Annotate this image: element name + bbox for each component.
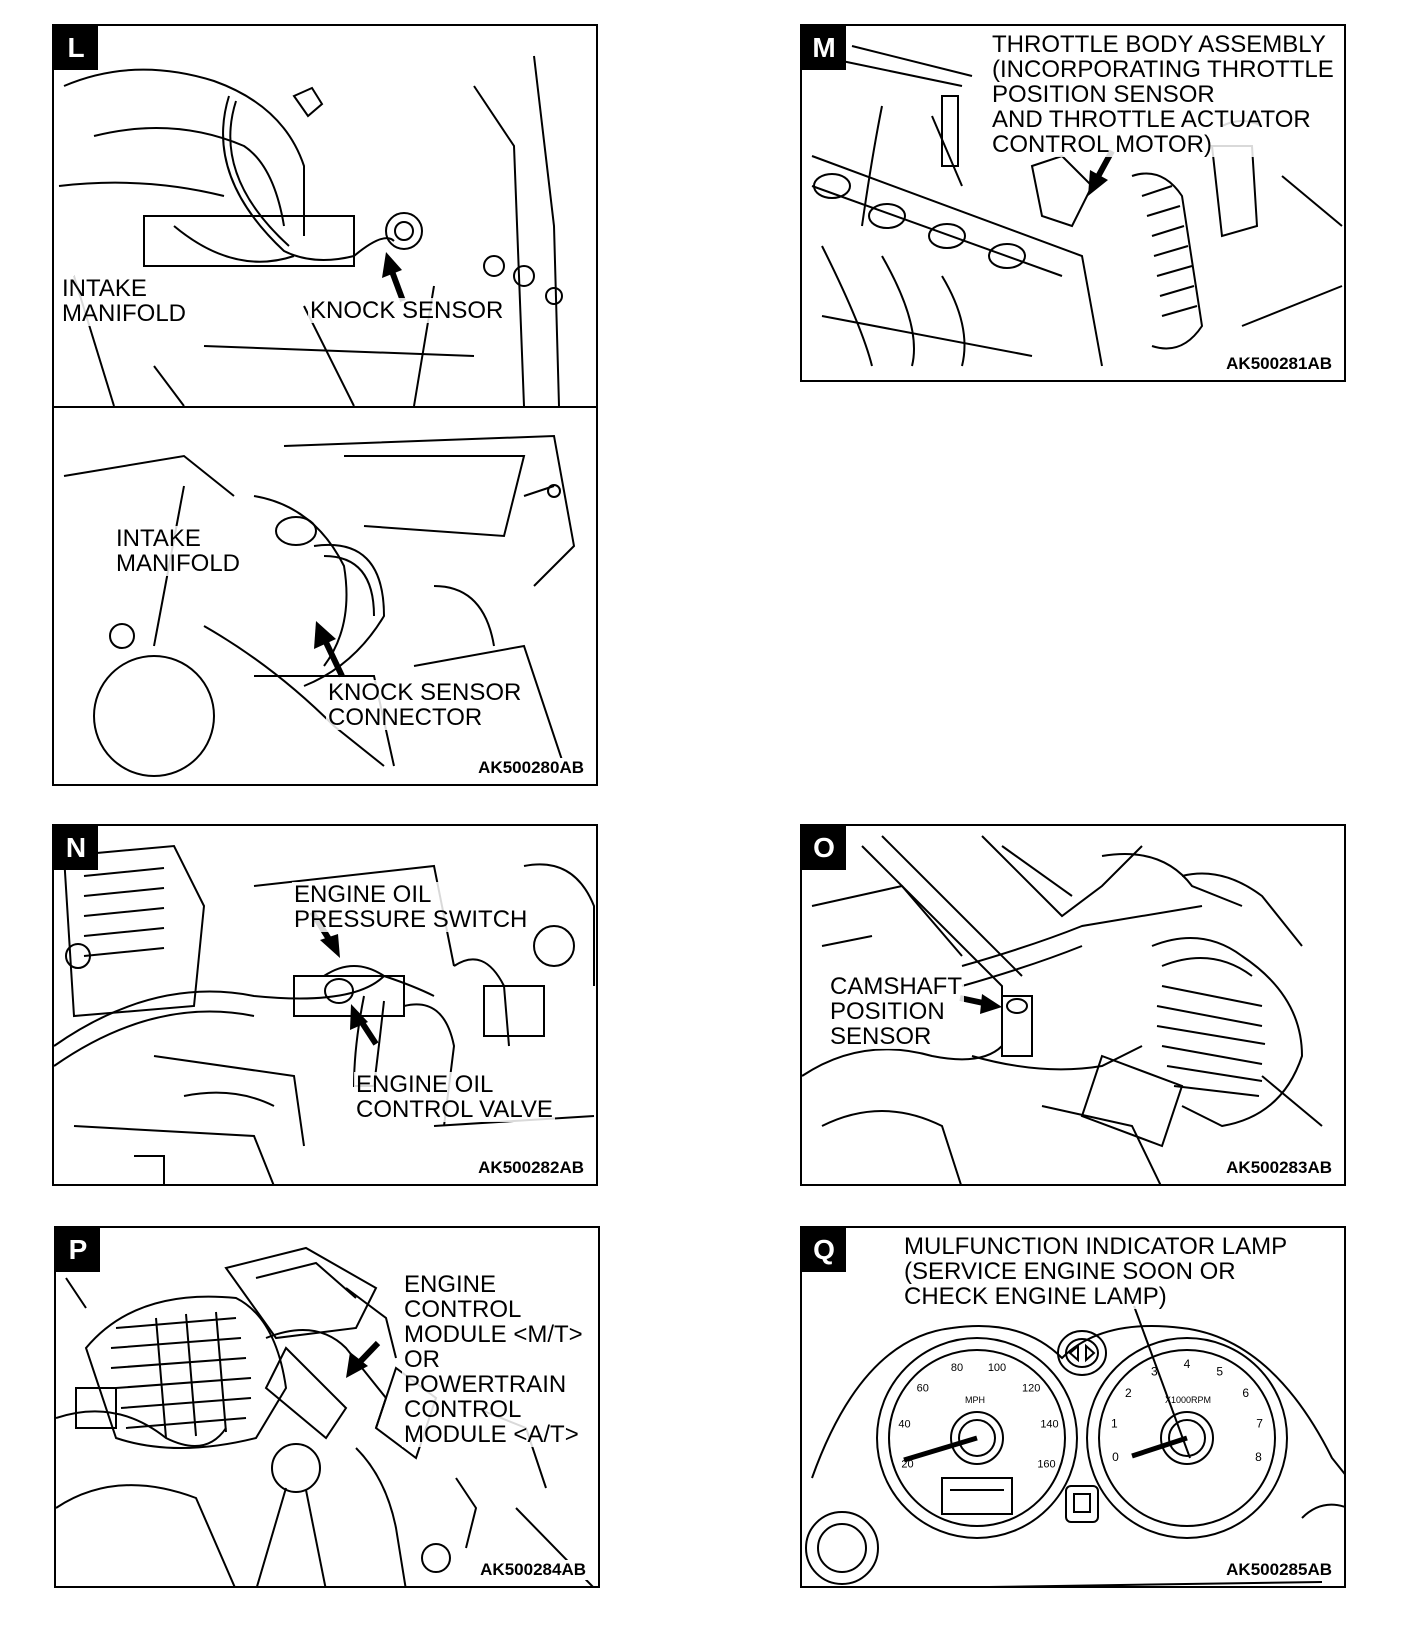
malfunction-indicator-lamp-label: MULFUNCTION INDICATOR LAMP (SERVICE ENGI… — [902, 1233, 1290, 1310]
gauge-tick-label: 80 — [951, 1362, 963, 1374]
speedometer-unit: MPH — [965, 1395, 985, 1405]
gauge-tick-label: 6 — [1242, 1386, 1249, 1400]
knock-sensor-illustration — [58, 55, 576, 777]
panel-l: L INTAKE MANIFOLD KNOCK SENSOR INTAKE MA… — [52, 24, 598, 786]
intake-manifold-label-upper: INTAKE MANIFOLD — [60, 275, 189, 327]
speedometer-tick-labels: 20 40 60 80 100 120 140 160 — [898, 1362, 1058, 1471]
gauge-tick-label: 8 — [1255, 1450, 1262, 1464]
panel-letter-q: Q — [802, 1228, 846, 1272]
instrument-cluster-illustration: 20 40 60 80 100 120 140 160 0 1 2 3 4 5 6 7 8 MPH X1000… — [805, 1305, 1344, 1586]
engine-control-module-label: ENGINE CONTROL MODULE <M/T> OR POWERTRAI… — [402, 1271, 585, 1448]
engine-oil-control-valve-label: ENGINE OIL CONTROL VALVE — [354, 1071, 555, 1123]
panel-letter-n: N — [54, 826, 98, 870]
gauge-tick-label: 60 — [917, 1383, 929, 1395]
gauge-tick-label: 7 — [1256, 1417, 1263, 1431]
engine-oil-pressure-switch-label: ENGINE OIL PRESSURE SWITCH — [292, 881, 530, 933]
panel-letter-l: L — [54, 26, 98, 70]
gauge-tick-label: 5 — [1216, 1365, 1223, 1379]
panel-p: P ENGINE CONTROL MODULE <M/T> OR POWERTR… — [54, 1226, 600, 1588]
gauge-tick-label: 3 — [1151, 1365, 1158, 1379]
panel-o: O CAMSHAFT POSITION SENSOR AK500283AB — [800, 824, 1346, 1186]
gauge-tick-label: 140 — [1040, 1418, 1058, 1430]
panel-letter-o: O — [802, 826, 846, 870]
figure-code: AK500281AB — [1224, 354, 1334, 374]
figure-code: AK500283AB — [1224, 1158, 1334, 1178]
knock-sensor-label: KNOCK SENSOR — [308, 297, 506, 324]
throttle-body-label: THROTTLE BODY ASSEMBLY (INCORPORATING TH… — [990, 31, 1336, 158]
gauge-tick-label: 120 — [1022, 1383, 1040, 1395]
panel-m: M THROTTLE BODY ASSEMBLY (INCORPORATING … — [800, 24, 1346, 382]
intake-manifold-label-lower: INTAKE MANIFOLD — [114, 525, 243, 577]
figure-code: AK500284AB — [478, 1560, 588, 1580]
gauge-tick-label: 1 — [1111, 1417, 1118, 1431]
panel-letter-p: P — [56, 1228, 100, 1272]
knock-sensor-connector-label: KNOCK SENSOR CONNECTOR — [326, 679, 524, 731]
panel-letter-m: M — [802, 26, 846, 70]
engine-oil-illustration — [54, 844, 595, 1184]
figure-code: AK500280AB — [476, 758, 586, 778]
figure-code: AK500282AB — [476, 1158, 586, 1178]
camshaft-sensor-illustration — [802, 835, 1323, 1184]
panel-n: N ENGINE OIL PRESSURE SWITCH ENGINE OIL … — [52, 824, 598, 1186]
gauge-tick-label: 40 — [898, 1418, 910, 1430]
camshaft-position-sensor-label: CAMSHAFT POSITION SENSOR — [828, 973, 964, 1050]
gauge-tick-label: 160 — [1037, 1458, 1055, 1470]
gauge-tick-label: 4 — [1184, 1357, 1191, 1371]
figure-code: AK500285AB — [1224, 1560, 1334, 1580]
subview-divider — [54, 406, 596, 408]
panel-q: 20 40 60 80 100 120 140 160 0 1 2 3 4 5 6 7 8 MPH X1000… — [800, 1226, 1346, 1588]
gauge-tick-label: 20 — [901, 1458, 913, 1470]
gauge-tick-label: 100 — [988, 1362, 1006, 1374]
gauge-tick-label: 2 — [1125, 1386, 1132, 1400]
tachometer-tick-labels: 0 1 2 3 4 5 6 7 8 — [1111, 1357, 1263, 1464]
gauge-tick-label: 0 — [1112, 1450, 1119, 1464]
tachometer-unit: X1000RPM — [1165, 1395, 1211, 1405]
